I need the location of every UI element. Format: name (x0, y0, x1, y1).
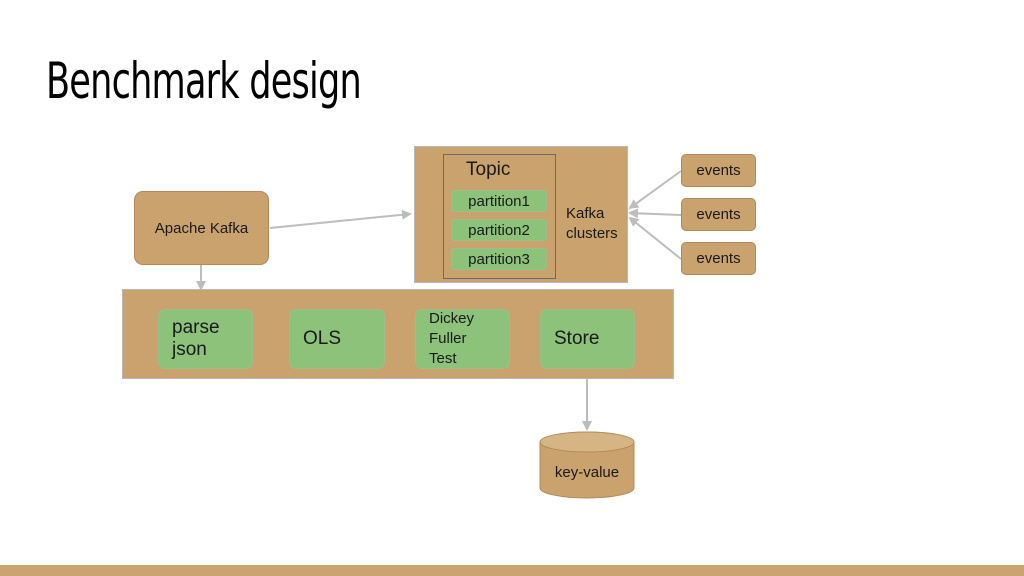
ols-node: OLS (289, 309, 385, 369)
events-node-3: events (681, 242, 756, 275)
arrow-events1-to-cluster (628, 170, 682, 210)
partition-2: partition2 (451, 219, 547, 241)
dickey-fuller-node: Dickey Fuller Test (415, 309, 510, 369)
events-node-2: events (681, 198, 756, 231)
arrow-events2-to-cluster (628, 208, 682, 219)
apache-kafka-node: Apache Kafka (134, 191, 269, 265)
partition-1: partition1 (451, 190, 547, 212)
parse-json-node: parse json (158, 309, 253, 369)
arrow-kafka-to-cluster (269, 209, 412, 229)
arrow-events3-to-cluster (628, 216, 682, 260)
partition-3: partition3 (451, 248, 547, 270)
apache-kafka-label: Apache Kafka (154, 219, 249, 237)
store-node: Store (540, 309, 635, 369)
page-title: Benchmark design (46, 52, 362, 110)
topic-label: Topic (466, 159, 511, 180)
kafka-clusters-label: Kafka clusters (566, 205, 618, 242)
key-value-label: key-value (554, 463, 620, 481)
bottom-accent-bar (0, 565, 1024, 576)
events-node-1: events (681, 154, 756, 187)
topic-frame (443, 154, 556, 279)
